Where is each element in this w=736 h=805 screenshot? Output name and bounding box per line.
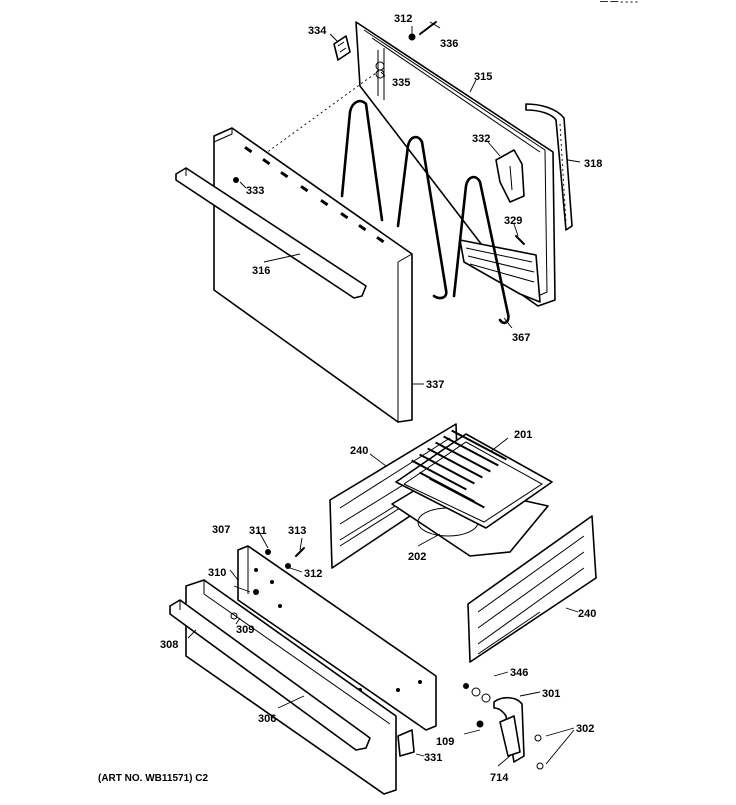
screw-312-lower xyxy=(285,563,291,569)
label-714: 714 xyxy=(490,772,509,784)
label-367: 367 xyxy=(512,332,530,344)
label-346: 346 xyxy=(510,667,528,679)
label-201: 201 xyxy=(514,429,532,441)
label-311: 311 xyxy=(249,525,267,537)
label-336: 336 xyxy=(440,38,458,50)
screws-302 xyxy=(534,734,544,770)
label-315: 315 xyxy=(474,71,492,83)
label-329: 329 xyxy=(504,215,522,227)
bracket-331 xyxy=(397,729,415,757)
rack-wires-367 xyxy=(340,99,510,325)
label-109: 109 xyxy=(436,736,454,748)
label-302: 302 xyxy=(576,723,594,735)
clip-335 xyxy=(375,61,385,79)
screw-336 xyxy=(419,21,441,35)
art-number: (ART NO. WB11571) C2 xyxy=(98,773,208,784)
part-labels: 312 336 334 335 315 332 318 333 329 316 … xyxy=(160,13,602,784)
label-334: 334 xyxy=(308,25,327,37)
screw-333 xyxy=(233,177,239,183)
leader-lines xyxy=(187,26,581,767)
slide-301 xyxy=(493,696,525,763)
label-240-lower: 240 xyxy=(578,608,596,620)
gasket-318 xyxy=(525,103,573,231)
label-333: 333 xyxy=(246,185,264,197)
label-301: 301 xyxy=(542,688,560,700)
label-332: 332 xyxy=(472,133,490,145)
screw-312-top xyxy=(408,33,416,41)
alignment-line xyxy=(239,69,381,173)
clip-309 xyxy=(230,612,238,620)
label-312-lower: 312 xyxy=(304,568,322,580)
washer-109 xyxy=(476,720,484,728)
door-handle-316 xyxy=(175,167,367,299)
side-panel-240-right xyxy=(467,515,597,663)
label-310: 310 xyxy=(208,567,226,579)
outer-door-panel-337 xyxy=(213,127,413,423)
label-312: 312 xyxy=(394,13,412,25)
label-331: 331 xyxy=(424,752,442,764)
drawer-handle-308 xyxy=(169,599,371,751)
hinge-332 xyxy=(495,149,525,203)
screw-311 xyxy=(265,549,271,555)
label-308: 308 xyxy=(160,639,178,651)
screw-329 xyxy=(515,235,525,245)
label-318: 318 xyxy=(584,158,602,170)
label-307: 307 xyxy=(212,524,230,536)
corner-text: — — - - - - xyxy=(600,0,638,6)
label-313: 313 xyxy=(288,525,306,537)
bracket-334 xyxy=(333,35,351,61)
label-337: 337 xyxy=(426,379,444,391)
label-202: 202 xyxy=(408,551,426,563)
label-306: 306 xyxy=(258,713,276,725)
screw-310 xyxy=(253,589,259,595)
screw-313 xyxy=(295,547,305,557)
label-335: 335 xyxy=(392,77,410,89)
broiler-grid-201 xyxy=(395,429,553,529)
label-309: 309 xyxy=(236,624,254,636)
label-240-upper: 240 xyxy=(350,445,368,457)
washers-346 xyxy=(463,683,491,703)
label-316: 316 xyxy=(252,265,270,277)
